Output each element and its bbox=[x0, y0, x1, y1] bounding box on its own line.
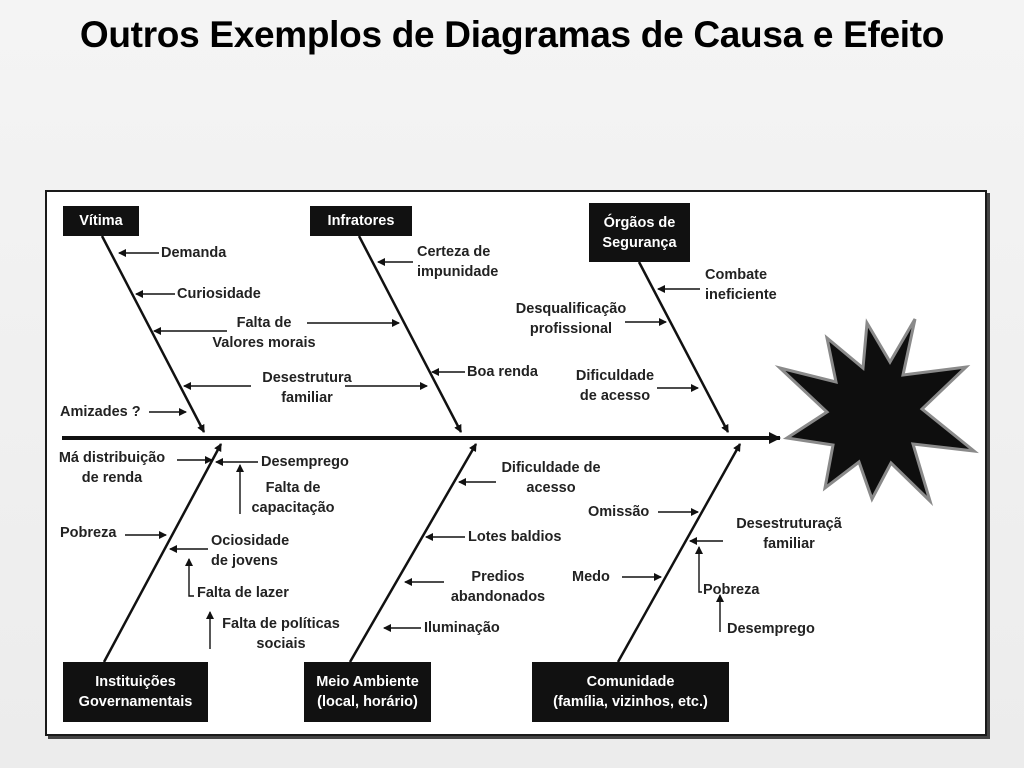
bone-instituicoes bbox=[102, 443, 223, 663]
category-vitima: Vítima bbox=[63, 206, 139, 236]
cause-desemprego-left: Desemprego bbox=[261, 454, 349, 470]
cause-demanda: Demanda bbox=[161, 245, 227, 261]
fishbone-lines bbox=[62, 235, 979, 663]
bone-meio-ambiente bbox=[348, 443, 478, 663]
cause-desemprego-right: Desemprego bbox=[727, 621, 815, 637]
slide-title: Outros Exemplos de Diagramas de Causa e … bbox=[79, 14, 945, 55]
cause-pobreza-right: Pobreza bbox=[703, 582, 760, 598]
bone-orgaos bbox=[637, 261, 730, 433]
bone-comunidade bbox=[616, 443, 742, 663]
bone-infratores bbox=[357, 235, 463, 433]
cause-curiosidade: Curiosidade bbox=[177, 286, 261, 302]
category-comunidade: Comunidade(família, vizinhos, etc.) bbox=[532, 662, 729, 722]
category-meio-ambiente: Meio Ambiente(local, horário) bbox=[304, 662, 431, 722]
cause-falta-lazer: Falta de lazer bbox=[197, 585, 289, 601]
cause-amizades: Amizades ? bbox=[60, 404, 141, 420]
cause-pobreza-left: Pobreza bbox=[60, 525, 117, 541]
cause-omissao: Omissão bbox=[588, 504, 650, 520]
cause-boa-renda: Boa renda bbox=[467, 364, 538, 380]
cause-medo: Medo bbox=[572, 569, 610, 585]
category-infratores: Infratores bbox=[310, 206, 412, 236]
cause-iluminacao: Iluminação bbox=[424, 620, 500, 636]
cause-lotes-baldios: Lotes baldios bbox=[468, 529, 562, 545]
effect-starburst bbox=[774, 318, 979, 507]
